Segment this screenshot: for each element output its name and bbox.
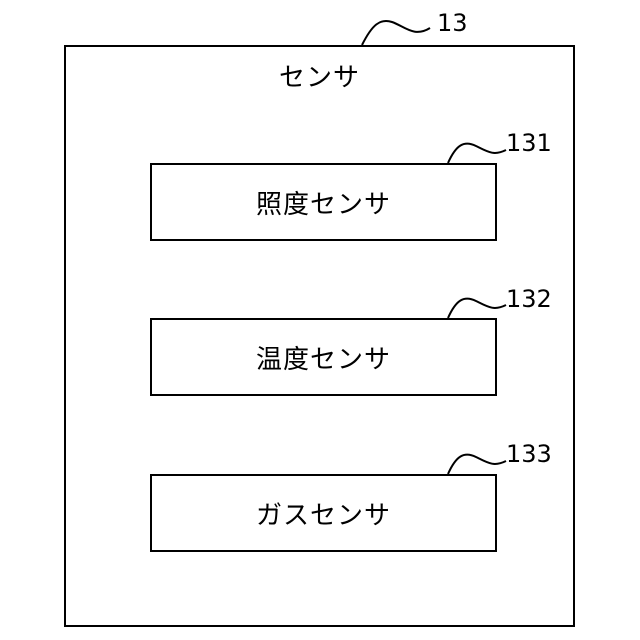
temperature-sensor-box: 温度センサ [150, 318, 497, 396]
gas-sensor-ref: 133 [506, 440, 552, 468]
illuminance-sensor-ref: 131 [506, 129, 552, 157]
leader-line-13 [362, 21, 430, 45]
sensor-unit-ref: 13 [437, 9, 468, 37]
temperature-sensor-label: 温度センサ [256, 339, 391, 376]
illuminance-sensor-label: 照度センサ [256, 184, 391, 221]
gas-sensor-label: ガスセンサ [256, 495, 391, 532]
gas-sensor-box: ガスセンサ [150, 474, 497, 552]
temperature-sensor-ref: 132 [506, 285, 552, 313]
illuminance-sensor-box: 照度センサ [150, 163, 497, 241]
sensor-unit-title: センサ [64, 58, 575, 98]
